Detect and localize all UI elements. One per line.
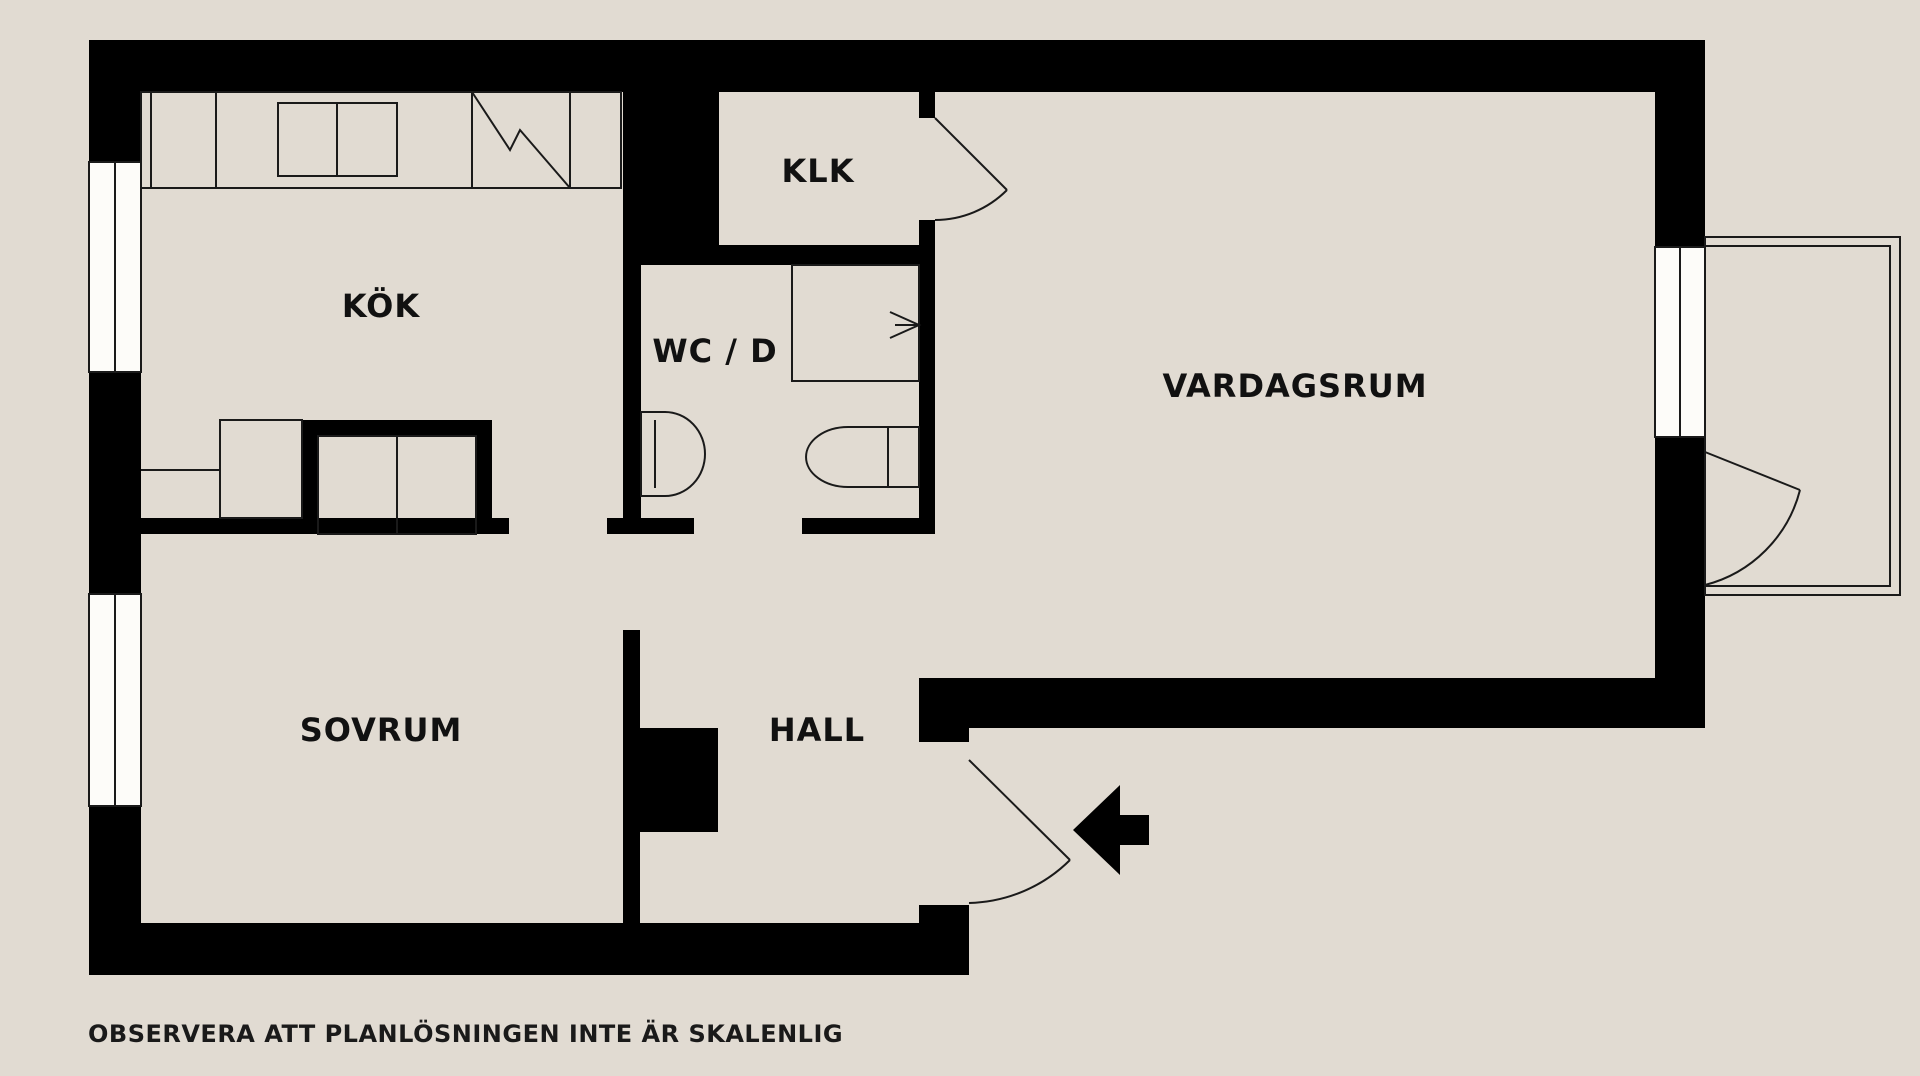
room-label-kok: KÖK xyxy=(342,287,421,325)
fixtures xyxy=(140,91,1901,596)
room-label-hall: HALL xyxy=(769,711,865,749)
room-labels: KÖK KLK WC / D VARDAGSRUM SOVRUM HALL xyxy=(300,152,1427,749)
scale-disclaimer: OBSERVERA ATT PLANLÖSNINGEN INTE ÄR SKAL… xyxy=(88,1020,844,1048)
room-label-sovrum: SOVRUM xyxy=(300,711,463,749)
room-label-wc: WC / D xyxy=(652,332,777,370)
doors xyxy=(934,117,1801,904)
entrance-arrow-icon xyxy=(1073,785,1149,875)
windows xyxy=(88,161,1706,807)
room-label-vardagsrum: VARDAGSRUM xyxy=(1162,367,1427,405)
room-label-klk: KLK xyxy=(782,152,855,190)
walls xyxy=(89,40,1705,975)
